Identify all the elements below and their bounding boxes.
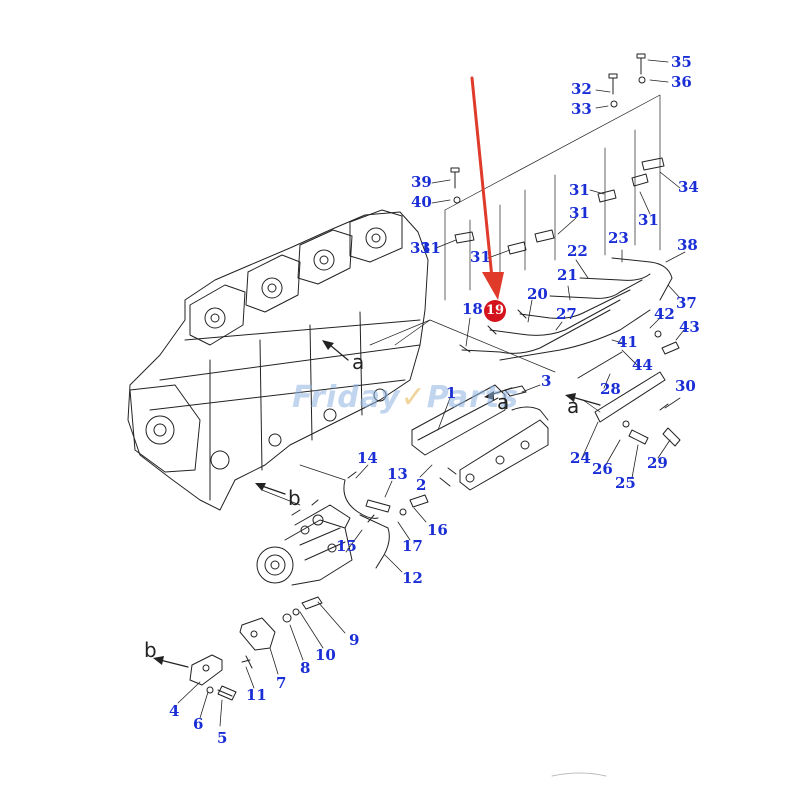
view-letter-a: a	[567, 394, 580, 418]
highlighted-part-marker[interactable]: 19	[484, 300, 506, 322]
pump-brackets	[189, 596, 323, 701]
callout-5[interactable]: 5	[217, 729, 228, 747]
callout-1[interactable]: 1	[446, 384, 457, 402]
assembly-guide-lines	[261, 94, 661, 506]
callout-22[interactable]: 22	[567, 242, 588, 260]
callout-25[interactable]: 25	[615, 474, 636, 492]
callout-4[interactable]: 4	[169, 702, 180, 720]
callout-32[interactable]: 32	[571, 80, 592, 98]
callout-27[interactable]: 27	[556, 305, 577, 323]
callout-20[interactable]: 20	[527, 285, 548, 303]
callout-16[interactable]: 16	[427, 521, 448, 539]
injection-tubes	[450, 53, 681, 447]
callout-44[interactable]: 44	[632, 356, 653, 374]
fuel-tubes-lower	[343, 471, 429, 569]
callout-2[interactable]: 2	[416, 476, 427, 494]
fuel-injection-pump	[256, 499, 353, 586]
view-letter-b: b	[144, 638, 157, 662]
callout-42[interactable]: 42	[654, 305, 675, 323]
view-arrows	[159, 344, 601, 668]
callout-9[interactable]: 9	[349, 631, 360, 649]
callout-34[interactable]: 34	[678, 178, 699, 196]
callout-36[interactable]: 36	[671, 73, 692, 91]
view-letter-b: b	[288, 486, 301, 510]
callout-7[interactable]: 7	[276, 674, 287, 692]
callout-23[interactable]: 23	[608, 229, 629, 247]
callout-31[interactable]: 31	[410, 239, 431, 257]
callout-29[interactable]: 29	[647, 454, 668, 472]
callout-43[interactable]: 43	[679, 318, 700, 336]
callout-12[interactable]: 12	[402, 569, 423, 587]
callout-39[interactable]: 39	[411, 173, 432, 191]
callout-38[interactable]: 38	[677, 236, 698, 254]
callout-10[interactable]: 10	[315, 646, 336, 664]
callout-3[interactable]: 3	[541, 372, 552, 390]
callout-41[interactable]: 41	[617, 333, 638, 351]
callout-26[interactable]: 26	[592, 460, 613, 478]
callout-37[interactable]: 37	[676, 294, 697, 312]
callout-18[interactable]: 18	[462, 300, 483, 318]
callout-31[interactable]: 31	[470, 248, 491, 266]
callout-24[interactable]: 24	[570, 449, 591, 467]
callout-28[interactable]: 28	[600, 380, 621, 398]
callout-35[interactable]: 35	[671, 53, 692, 71]
callout-8[interactable]: 8	[300, 659, 311, 677]
callout-31[interactable]: 31	[569, 181, 590, 199]
callout-15[interactable]: 15	[336, 537, 357, 555]
callout-31[interactable]: 31	[638, 211, 659, 229]
callout-31[interactable]: 31	[569, 204, 590, 222]
view-letter-a: a	[497, 390, 510, 414]
callout-14[interactable]: 14	[357, 449, 378, 467]
common-rail	[411, 384, 549, 491]
callout-17[interactable]: 17	[402, 537, 423, 555]
callout-11[interactable]: 11	[246, 686, 267, 704]
red-pointer-arrow	[470, 76, 504, 300]
callout-40[interactable]: 40	[411, 193, 432, 211]
engine-block	[127, 209, 429, 511]
callout-31[interactable]: 31	[420, 239, 441, 257]
view-letter-a: a	[352, 350, 365, 374]
callout-leaders	[177, 59, 686, 727]
callout-33[interactable]: 33	[571, 100, 592, 118]
callout-30[interactable]: 30	[675, 377, 696, 395]
callout-13[interactable]: 13	[387, 465, 408, 483]
callout-21[interactable]: 21	[557, 266, 578, 284]
callout-6[interactable]: 6	[193, 715, 204, 733]
